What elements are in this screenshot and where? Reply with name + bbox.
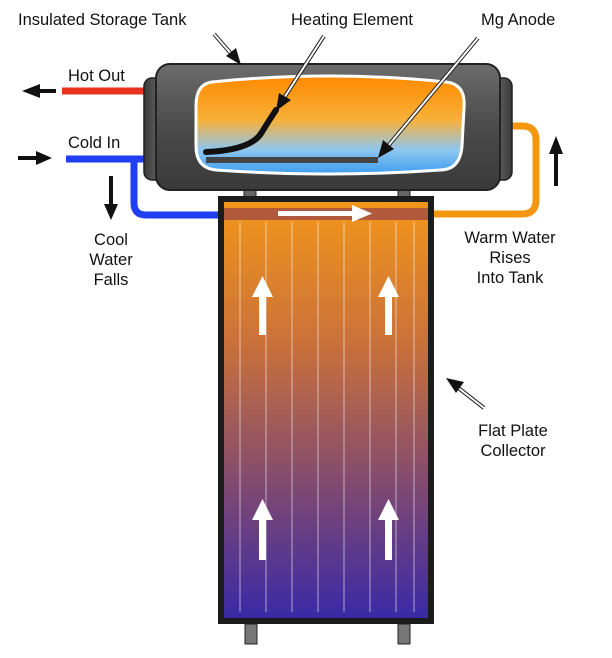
- hot-out-arrow-icon: [22, 84, 56, 98]
- warm-return-pipe: [432, 122, 540, 218]
- heating-element: [203, 107, 279, 155]
- label-line: Cool: [94, 231, 128, 249]
- header-flow-arrow: [278, 205, 372, 222]
- pointer-arrow-icon: [276, 34, 326, 111]
- mg-anode: [206, 157, 378, 163]
- collector-absorber: [224, 202, 428, 618]
- label-line: Water: [89, 251, 133, 269]
- label-cold-in: Cold In: [68, 134, 121, 152]
- cold-in-arrow-icon: [18, 151, 52, 165]
- white-up-arrow-icon: [378, 276, 399, 335]
- white-up-arrow-icon: [378, 499, 399, 560]
- down-arrow-icon: [104, 176, 118, 220]
- label-line: Into Tank: [476, 269, 544, 287]
- pointer-arrow-icon: [212, 32, 241, 65]
- white-up-arrow-icon: [252, 499, 273, 560]
- label-insulated-storage-tank: Insulated Storage Tank: [18, 11, 187, 29]
- pointer-arrow-icon: [446, 378, 486, 410]
- label-line: Flat Plate: [478, 422, 548, 440]
- label-mg-anode: Mg Anode: [481, 11, 556, 29]
- pointer-arrows: [212, 32, 486, 410]
- label-flat-plate-collector: Flat Plate Collector: [458, 421, 568, 461]
- collector-leg-left: [244, 623, 258, 645]
- label-heating-element: Heating Element: [291, 11, 413, 29]
- black-flow-arrows: [18, 84, 563, 220]
- tank-window: [194, 74, 466, 176]
- label-line: Falls: [93, 271, 129, 289]
- flat-plate-collector: [218, 196, 434, 645]
- label-line: Rises: [489, 249, 531, 267]
- pipes: [62, 87, 540, 219]
- label-line: Warm Water: [464, 229, 556, 247]
- white-up-arrow-icon: [252, 276, 273, 335]
- flow-arrows: [252, 205, 399, 560]
- cold-in-pipe: [66, 155, 222, 219]
- pointer-arrow-icon: [378, 36, 480, 158]
- collector-leg-right: [397, 623, 411, 645]
- label-hot-out: Hot Out: [68, 67, 125, 85]
- label-line: Collector: [480, 442, 546, 460]
- label-warm-water-rises: Warm Water Rises Into Tank: [450, 228, 570, 288]
- storage-tank: [143, 63, 513, 191]
- label-cool-water-falls: Cool Water Falls: [76, 230, 146, 290]
- up-arrow-icon: [549, 136, 563, 186]
